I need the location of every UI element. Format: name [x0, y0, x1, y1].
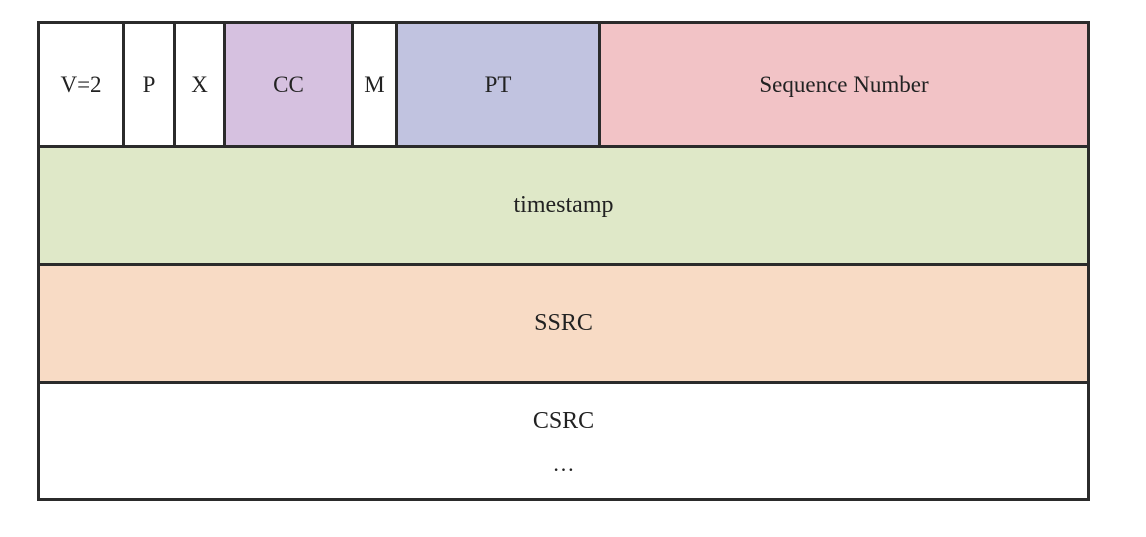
field-marker: M: [354, 24, 398, 145]
field-sequence-number-label: Sequence Number: [759, 71, 929, 97]
field-sequence-number: Sequence Number: [601, 24, 1087, 145]
field-ssrc: SSRC: [40, 266, 1087, 384]
field-marker-label: M: [364, 71, 385, 97]
field-payload-type: PT: [398, 24, 601, 145]
header-first-word: V=2 P X CC M PT Sequence Number: [40, 24, 1087, 148]
field-csrc: CSRC …: [40, 384, 1087, 498]
field-csrc-label: CSRC: [532, 407, 595, 434]
field-extension: X: [176, 24, 226, 145]
field-extension-label: X: [191, 71, 208, 97]
field-csrc-ellipsis: …: [552, 451, 575, 477]
rtp-header-diagram: V=2 P X CC M PT Sequence Number timestam…: [37, 21, 1090, 501]
field-padding-label: P: [142, 71, 156, 97]
field-timestamp-label: timestamp: [513, 192, 614, 218]
field-version: V=2: [40, 24, 125, 145]
field-csrc-count-label: CC: [273, 71, 304, 97]
field-timestamp: timestamp: [40, 148, 1087, 266]
field-padding: P: [125, 24, 176, 145]
field-ssrc-label: SSRC: [534, 310, 593, 336]
field-payload-type-label: PT: [484, 71, 512, 97]
field-csrc-count: CC: [226, 24, 354, 145]
field-version-label: V=2: [60, 71, 102, 97]
